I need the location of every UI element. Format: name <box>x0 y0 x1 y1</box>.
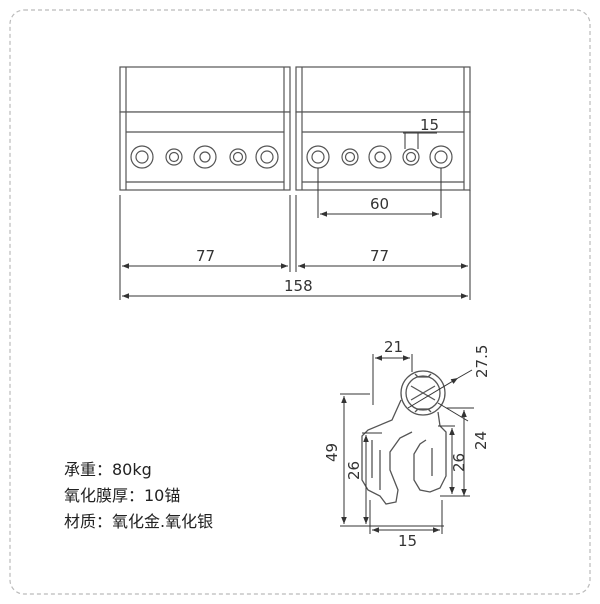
left-leaf <box>119 66 291 191</box>
right-leaf <box>295 66 471 191</box>
front-dimensions <box>119 132 471 300</box>
dim-left-height: 26 <box>345 461 363 480</box>
dim-knuckle-width: 21 <box>384 338 403 356</box>
dim-hole-diameter: 15 <box>420 116 439 134</box>
spec-film-thickness: 氧化膜厚：10锚 <box>64 486 181 505</box>
dim-knuckle-diameter: 27.5 <box>473 345 491 378</box>
dim-bottom-width: 15 <box>398 532 417 550</box>
dim-total-width: 158 <box>284 277 313 295</box>
side-profile <box>361 370 447 505</box>
dim-total-height: 49 <box>323 443 341 462</box>
side-dim-labels: 21 27.5 24 49 26 26 15 <box>323 338 491 550</box>
spec-material: 材质：氧化金.氧化银 <box>64 512 214 531</box>
front-view <box>119 66 471 191</box>
dim-hole-spacing: 60 <box>370 195 389 213</box>
dim-right-offset: 24 <box>472 431 490 450</box>
left-leaf-holes <box>130 145 279 169</box>
dim-left-leaf-width: 77 <box>196 247 215 265</box>
dim-right-leaf-width: 77 <box>370 247 389 265</box>
front-dim-labels: 15 60 77 77 158 <box>196 116 439 295</box>
side-dimensions <box>340 354 474 534</box>
dashed-border <box>9 9 591 595</box>
dim-right-height: 26 <box>450 453 468 472</box>
spec-load: 承重：80kg <box>64 460 152 479</box>
